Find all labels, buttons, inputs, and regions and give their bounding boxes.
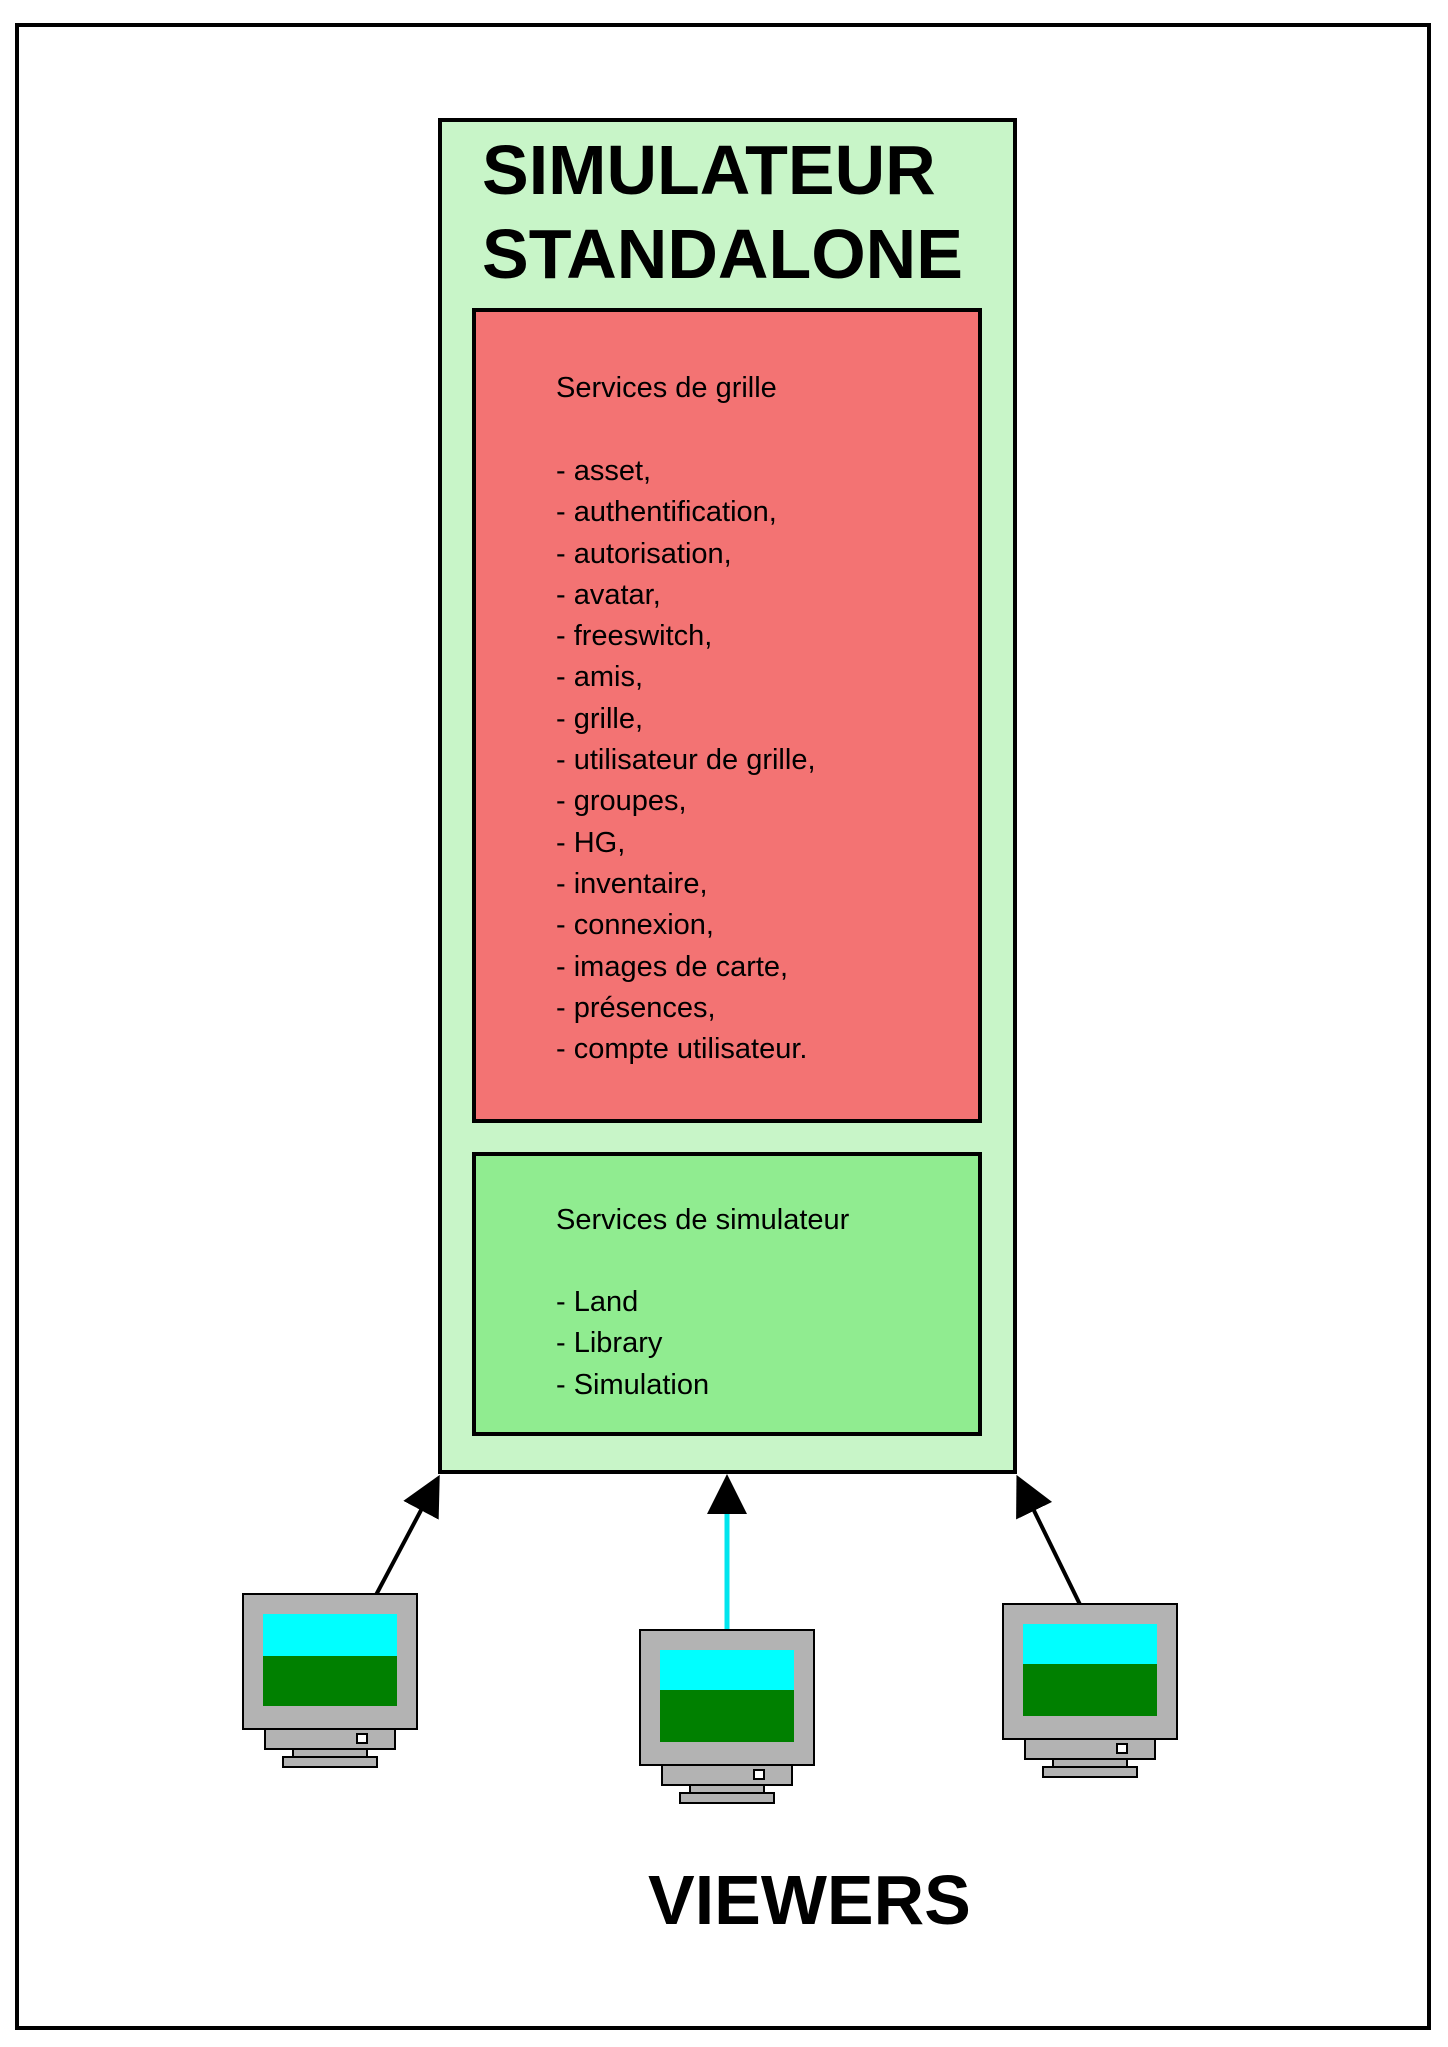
grid-services-list: asset, authentification, autorisation, a… [556, 451, 816, 1070]
simulator-service-item: Land [556, 1282, 709, 1323]
grid-service-item: connexion, [556, 905, 816, 946]
grid-service-item: asset, [556, 451, 816, 492]
grid-service-item: compte utilisateur. [556, 1029, 816, 1070]
simulator-service-item: Library [556, 1323, 709, 1364]
viewer-monitor-middle-icon [639, 1629, 815, 1804]
grid-service-item: groupes, [556, 781, 816, 822]
grid-service-item: inventaire, [556, 864, 816, 905]
grid-service-item: amis, [556, 657, 816, 698]
left-viewer-arrow [374, 1474, 440, 1596]
viewer-monitor-right-icon [1002, 1603, 1178, 1778]
grid-service-item: présences, [556, 988, 816, 1029]
simulator-services-heading: Services de simulateur [556, 1204, 850, 1236]
standalone-simulator-box: SIMULATEUR STANDALONE Services de grille… [438, 118, 1017, 1474]
grid-service-item: utilisateur de grille, [556, 740, 816, 781]
grid-service-item: authentification, [556, 492, 816, 533]
simulator-services-box: Services de simulateur Land Library Simu… [472, 1152, 982, 1436]
grid-service-item: autorisation, [556, 534, 816, 575]
grid-service-item: avatar, [556, 575, 816, 616]
grid-services-heading: Services de grille [556, 372, 777, 404]
viewers-label: VIEWERS [648, 1861, 971, 1939]
simulator-services-list: Land Library Simulation [556, 1282, 709, 1406]
grid-service-item: HG, [556, 823, 816, 864]
simulator-service-item: Simulation [556, 1365, 709, 1406]
grid-service-item: grille, [556, 699, 816, 740]
grid-services-box: Services de grille asset, authentificati… [472, 308, 982, 1123]
right-viewer-arrow [1016, 1474, 1092, 1626]
viewer-monitor-left-icon [242, 1593, 418, 1768]
grid-service-item: images de carte, [556, 947, 816, 988]
simulator-title: SIMULATEUR STANDALONE [482, 131, 963, 293]
grid-service-item: freeswitch, [556, 616, 816, 657]
